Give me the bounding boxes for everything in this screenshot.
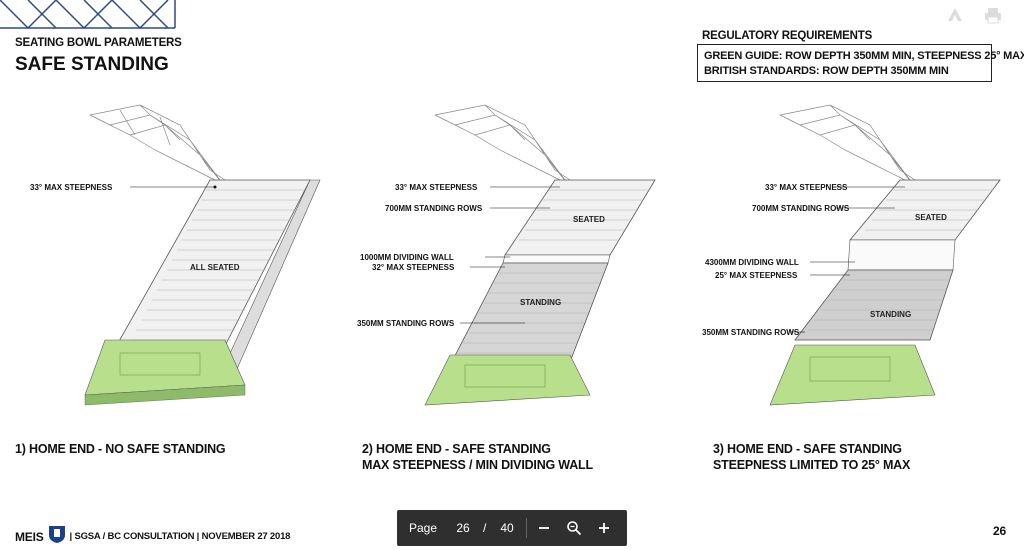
- annotation-steepness: 33° MAX STEEPNESS: [30, 183, 113, 192]
- caption-2-line2: MAX STEEPNESS / MIN DIVIDING WALL: [362, 458, 593, 472]
- section-subtitle: SEATING BOWL PARAMETERS: [15, 37, 182, 49]
- pitch-section: [424, 354, 591, 406]
- zoom-in-button[interactable]: [589, 510, 619, 546]
- top-right-toolbar: [946, 6, 1002, 24]
- pitch-section: [769, 344, 936, 406]
- page-label: Page: [409, 521, 438, 535]
- annotation-upper-rows: 700MM STANDING ROWS: [752, 204, 850, 213]
- pitch-section: [84, 339, 246, 406]
- caption-1: 1) HOME END - NO SAFE STANDING: [15, 441, 226, 457]
- dividing-wall: [502, 254, 611, 264]
- stand-diagram-2: 33° MAX STEEPNESS 700MM STANDING ROWS 10…: [357, 104, 656, 406]
- toolbar-divider: [525, 518, 527, 538]
- stand-diagram-1: 33° MAX STEEPNESS ALL SEATED: [30, 104, 321, 406]
- acrobat-icon[interactable]: [946, 6, 964, 24]
- annotation-upper-steepness: 33° MAX STEEPNESS: [765, 183, 848, 192]
- pdf-toolbar: Page 26 / 40: [397, 510, 627, 546]
- annotation-lower-steepness: 32° MAX STEEPNESS: [372, 263, 455, 272]
- caption-1-line1: 1) HOME END - NO SAFE STANDING: [15, 442, 226, 456]
- dividing-wall: [847, 239, 956, 271]
- footer: MEIS | SGSA / BC CONSULTATION | NOVEMBER…: [15, 524, 290, 549]
- caption-2: 2) HOME END - SAFE STANDING MAX STEEPNES…: [362, 441, 593, 473]
- zone-label-seated: SEATED: [573, 215, 605, 224]
- caption-2-line1: 2) HOME END - SAFE STANDING: [362, 442, 551, 456]
- zone-label-standing: STANDING: [870, 310, 911, 319]
- zone-label-standing: STANDING: [520, 298, 561, 307]
- caption-3: 3) HOME END - SAFE STANDING STEEPNESS LI…: [713, 441, 910, 473]
- stand-diagram-3: 33° MAX STEEPNESS 700MM STANDING ROWS 43…: [702, 104, 1001, 406]
- regulatory-box: GREEN GUIDE: ROW DEPTH 350MM MIN, STEEPN…: [697, 44, 1024, 82]
- zoom-button[interactable]: [559, 510, 589, 546]
- zoom-out-button[interactable]: [529, 510, 559, 546]
- page-title: SAFE STANDING: [15, 54, 169, 75]
- footer-info: | SGSA / BC CONSULTATION | NOVEMBER 27 2…: [69, 531, 291, 542]
- magnifier-icon: [566, 521, 581, 536]
- slide-page-number: 26: [993, 524, 1006, 538]
- stand-lower-standing: [794, 269, 954, 341]
- club-crest-icon: [48, 524, 66, 549]
- annotation-dividing-wall: 4300MM DIVIDING WALL: [705, 258, 799, 267]
- footer-brand: MEIS: [15, 529, 44, 544]
- annotation-lower-rows: 350MM STANDING ROWS: [357, 319, 455, 328]
- page-number-input[interactable]: 26: [456, 521, 470, 535]
- header-truss-graphic: [0, 0, 176, 29]
- roof-truss: [434, 104, 586, 191]
- total-pages: 40: [500, 521, 514, 535]
- roof-truss: [779, 104, 931, 191]
- caption-3-line1: 3) HOME END - SAFE STANDING: [713, 442, 902, 456]
- caption-3-line2: STEEPNESS LIMITED TO 25° MAX: [713, 458, 911, 472]
- print-icon[interactable]: [984, 6, 1002, 24]
- regulatory-heading: REGULATORY REQUIREMENTS: [702, 30, 873, 42]
- minus-icon: [538, 527, 549, 529]
- zone-label-all-seated: ALL SEATED: [190, 263, 240, 272]
- annotation-upper-steepness: 33° MAX STEEPNESS: [395, 183, 478, 192]
- regulatory-line-green-guide: GREEN GUIDE: ROW DEPTH 350MM MIN, STEEPN…: [704, 50, 1024, 62]
- plus-icon: [598, 523, 609, 533]
- page-separator: /: [483, 521, 487, 535]
- roof-truss: [89, 104, 241, 191]
- regulatory-line-british-standards: BRITISH STANDARDS: ROW DEPTH 350MM MIN: [704, 65, 949, 77]
- annotation-upper-rows: 700MM STANDING ROWS: [385, 204, 483, 213]
- annotation-lower-rows: 350MM STANDING ROWS: [702, 328, 800, 337]
- annotation-lower-steepness: 25° MAX STEEPNESS: [715, 271, 798, 280]
- zone-label-seated: SEATED: [915, 213, 947, 222]
- annotation-dividing-wall: 1000MM DIVIDING WALL: [360, 253, 454, 262]
- stand-upper-seated: [849, 179, 1001, 241]
